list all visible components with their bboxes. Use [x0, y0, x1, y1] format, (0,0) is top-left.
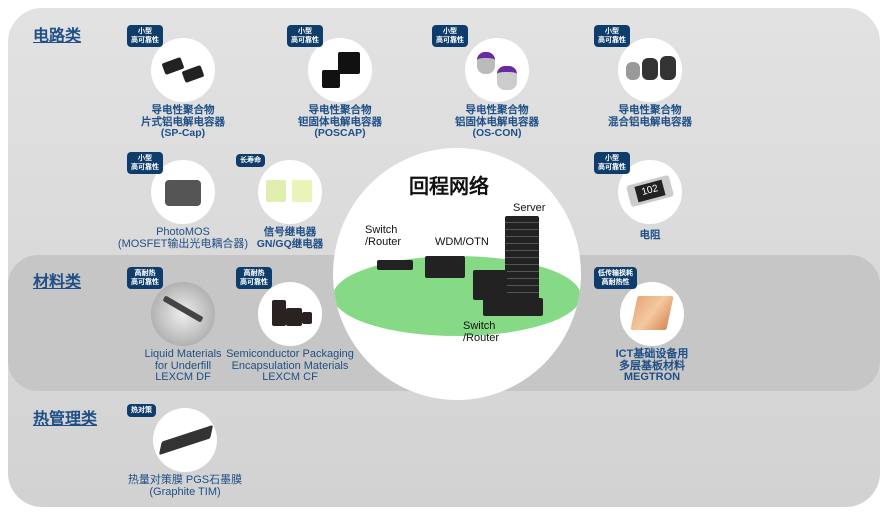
- product-sp-cap[interactable]: 小型高可靠性 导电性聚合物片式铝电解电容器(SP-Cap): [93, 25, 273, 140]
- hub-title: 回程网络: [409, 176, 489, 198]
- product-label: 导电性聚合物片式铝电解电容器(SP-Cap): [141, 104, 225, 139]
- category-materials[interactable]: 材料类: [33, 274, 82, 291]
- product-label: 导电性聚合物铝固体电解电容器(OS-CON): [455, 104, 539, 139]
- product-hybrid-cap[interactable]: 小型高可靠性 导电性聚合物混合铝电解电容器: [560, 25, 740, 128]
- os-con-image: [465, 38, 529, 102]
- product-label: 热量对策膜 PGS石墨膜(Graphite TIM): [127, 474, 243, 498]
- category-circuit[interactable]: 电路类: [33, 28, 82, 45]
- product-label: 导电性聚合物钽固体电解电容器(POSCAP): [298, 104, 382, 139]
- product-pgs-graphite[interactable]: 热对策 热量对策膜 PGS石墨膜(Graphite TIM): [95, 404, 275, 498]
- switch-device-icon: [377, 260, 413, 270]
- poscap-image: [308, 38, 372, 102]
- relay-image: [258, 160, 322, 224]
- feature-badge: 高耐热高可靠性: [127, 267, 163, 289]
- product-poscap[interactable]: 小型高可靠性 导电性聚合物钽固体电解电容器(POSCAP): [250, 25, 430, 140]
- server-label: Server: [513, 202, 546, 214]
- sp-cap-image: [151, 38, 215, 102]
- feature-badge: 小型高可靠性: [127, 152, 163, 174]
- router-device-icon: [473, 270, 507, 300]
- wdm-device-icon: [425, 256, 465, 278]
- feature-badge: 小型高可靠性: [287, 25, 323, 47]
- feature-badge: 小型高可靠性: [594, 152, 630, 174]
- pgs-image: [153, 408, 217, 472]
- feature-badge: 小型高可靠性: [594, 25, 630, 47]
- switch-router-label-left: Switch/Router: [365, 224, 402, 248]
- feature-badge: 高耐热高可靠性: [236, 267, 272, 289]
- feature-badge: 热对策: [127, 404, 156, 417]
- product-photomos[interactable]: 小型高可靠性 PhotoMOS(MOSFET输出光电耦合器): [93, 152, 273, 250]
- product-label: PhotoMOS(MOSFET输出光电耦合器): [117, 226, 249, 250]
- wdm-otn-label: WDM/OTN: [435, 236, 489, 248]
- feature-badge: 低传输损耗高耐热性: [594, 267, 637, 289]
- megtron-image: [620, 282, 684, 346]
- product-resistor[interactable]: 小型高可靠性 102 电阻: [560, 152, 740, 242]
- lexcm-df-image: [151, 282, 215, 346]
- hybrid-cap-image: [618, 38, 682, 102]
- switch-router-label-bottom: Switch/Router: [463, 320, 500, 344]
- category-thermal[interactable]: 热管理类: [33, 411, 98, 428]
- feature-badge: 小型高可靠性: [127, 25, 163, 47]
- feature-badge: 小型高可靠性: [432, 25, 468, 47]
- backhaul-network-hub: 回程网络 Switch/Router WDM/OTN Server Switch…: [333, 148, 581, 400]
- feature-badge: 长寿命: [236, 154, 265, 167]
- product-label: 导电性聚合物混合铝电解电容器: [608, 104, 692, 128]
- product-os-con[interactable]: 小型高可靠性 导电性聚合物铝固体电解电容器(OS-CON): [407, 25, 587, 140]
- product-label: 电阻: [639, 229, 661, 241]
- lexcm-cf-image: [258, 282, 322, 346]
- switch-device-icon: [483, 298, 543, 316]
